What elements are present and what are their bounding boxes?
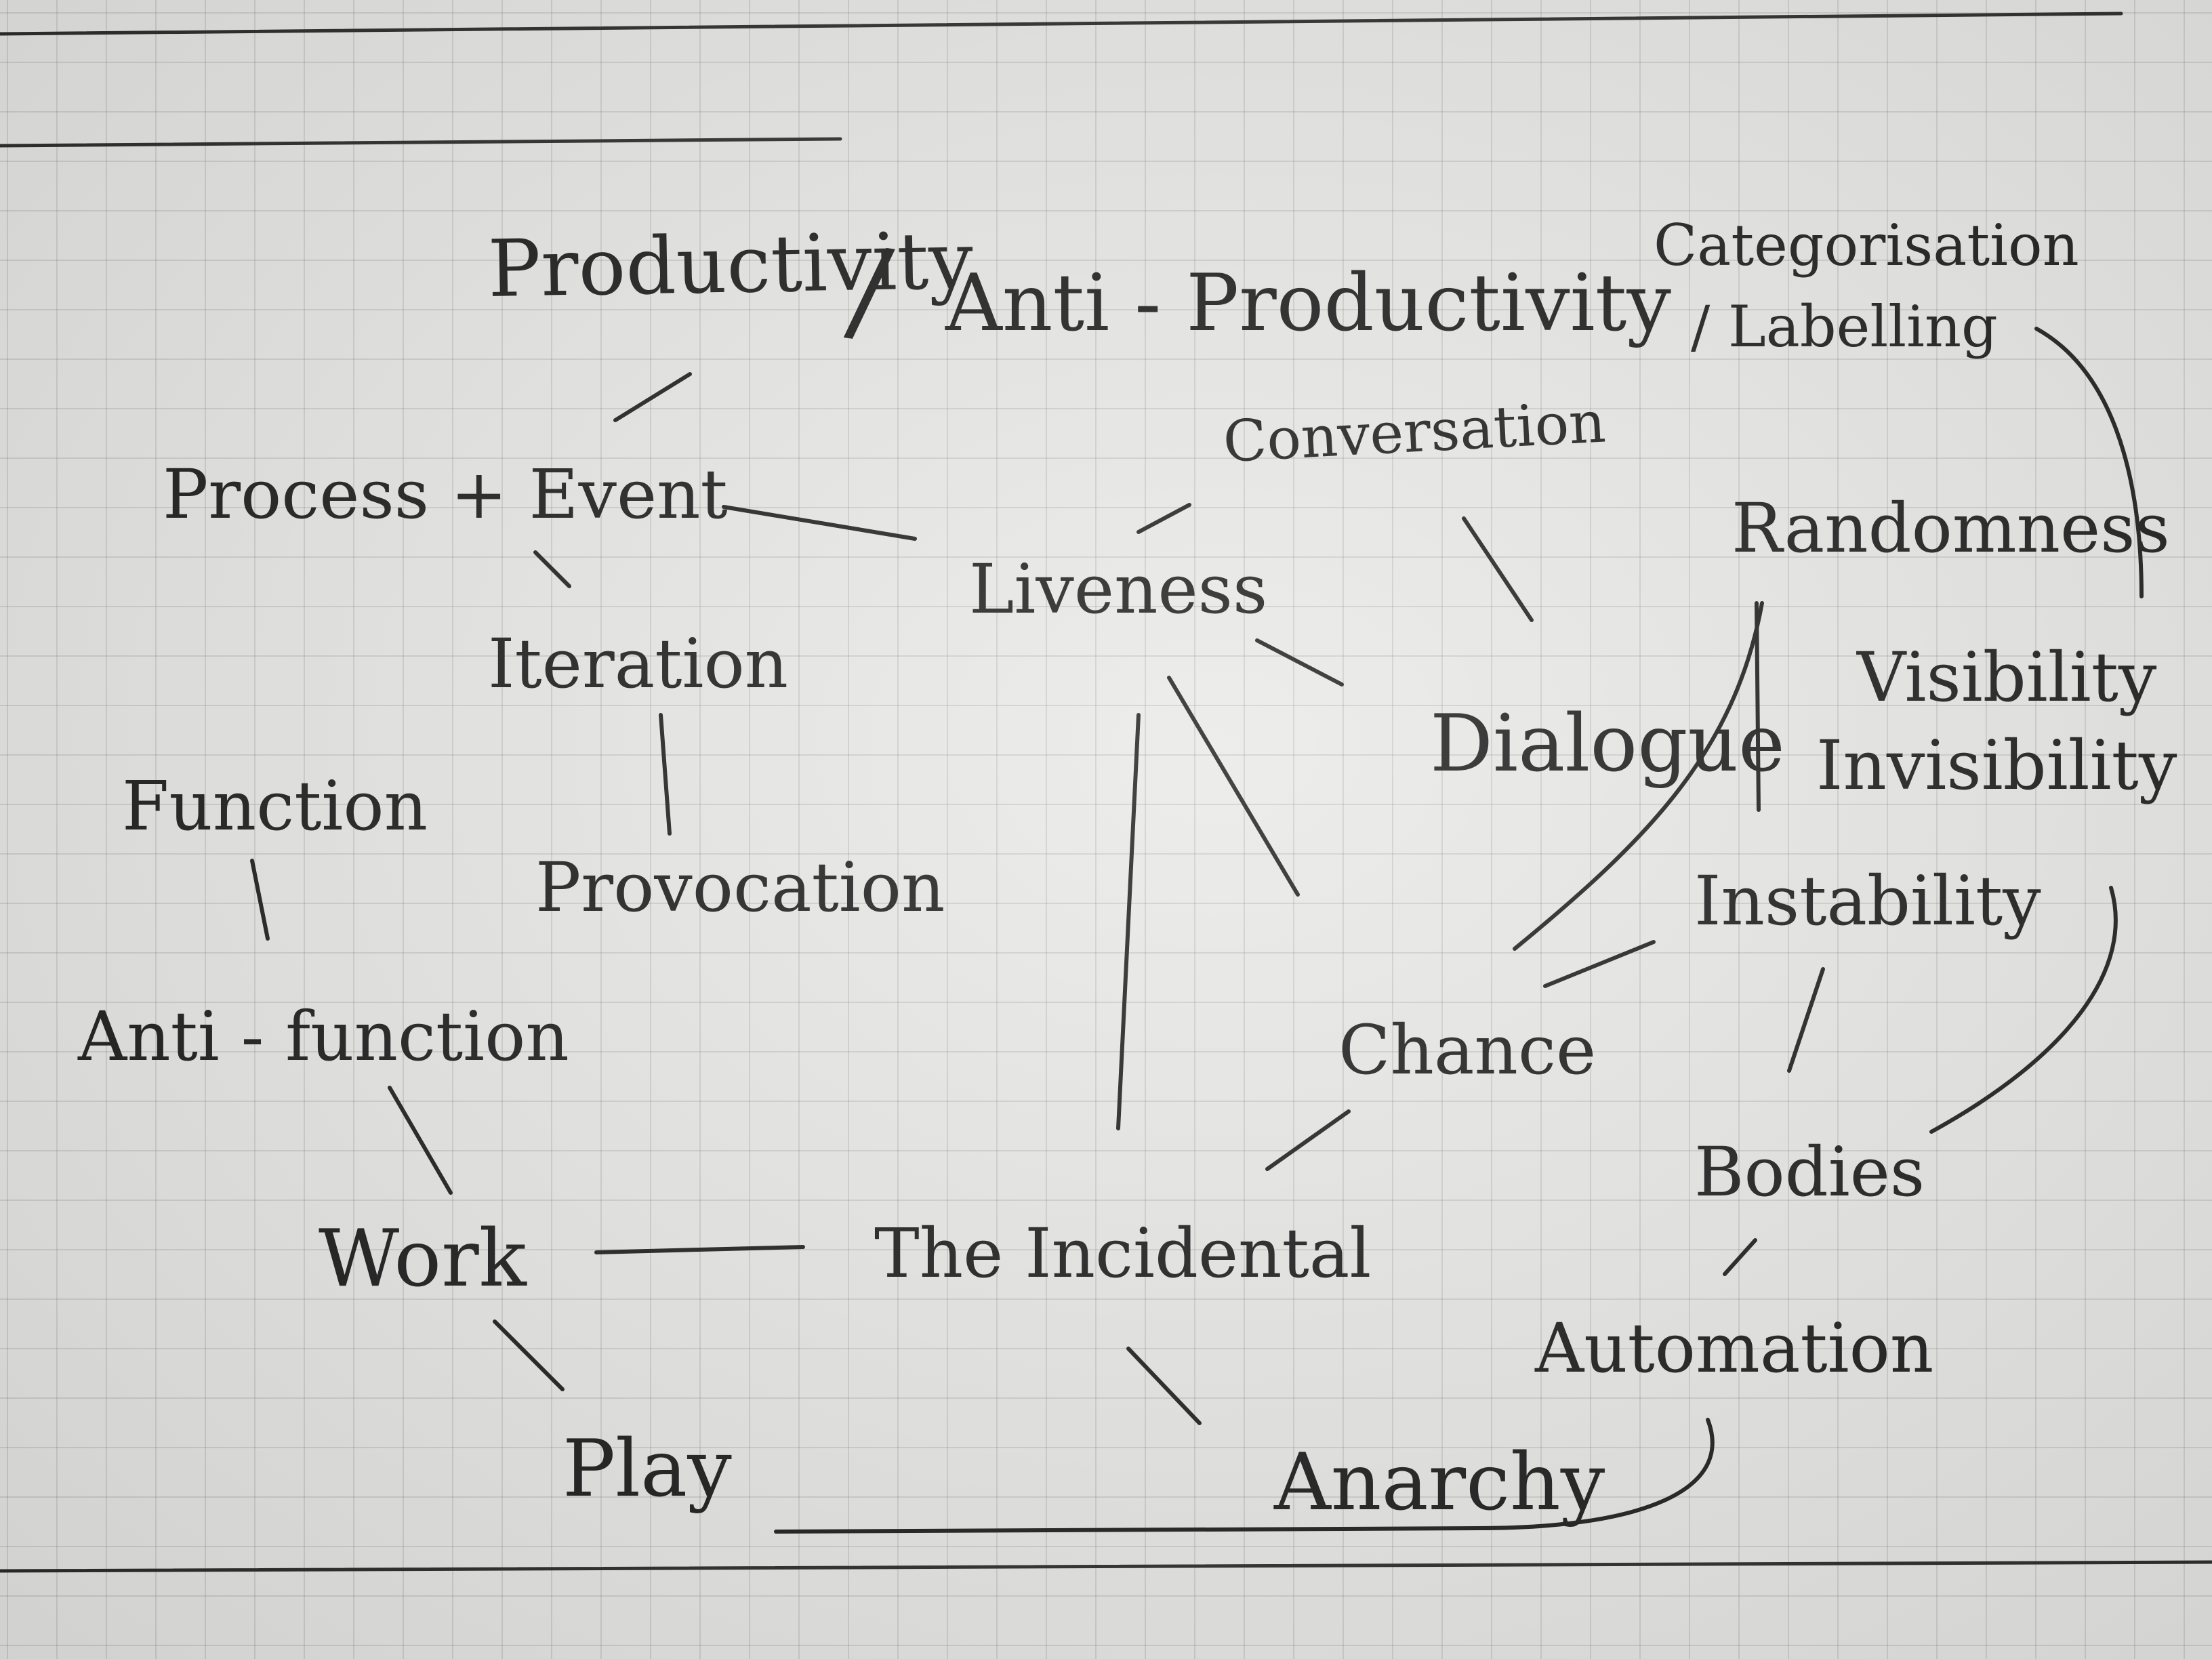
concept-randomness: Randomness [1732,489,2170,568]
link-event-liveness [722,505,917,541]
concept-iteration: Iteration [488,624,789,703]
concept-productivity: Productivity [487,215,974,315]
concept-chance: Chance [1338,1010,1597,1090]
upper-rule [0,137,842,148]
concept-provocation: Provocation [535,848,945,927]
bottom-rule [0,1560,2212,1573]
concept-liveness: Liveness [969,550,1268,629]
link-iteration-provocation [659,713,672,836]
link-instability-bodies [1787,967,1825,1073]
link-play-automation-curve [774,1418,1715,1534]
concept-anti-function: Anti - function [78,997,569,1076]
link-antifunction-work [388,1086,453,1195]
top-edge-rule [0,12,2123,36]
concept-labelling: / Labelling [1691,293,1998,360]
link-visibility-bodies-curve [1929,886,2118,1134]
concept-anarchy: Anarchy [1274,1437,1605,1528]
link-work-play [493,1319,565,1391]
concept-invisibility: Invisibility [1816,726,2177,805]
link-randomness-visibility [1755,601,1761,812]
link-function-antifunction [250,859,270,941]
link-liveness-conversation [1136,503,1191,534]
concept-visibility: Visibility [1857,638,2157,717]
link-labelling-visibility-curve [2034,327,2144,598]
link-incidental-chance [1265,1109,1351,1171]
concept-dialogue: Dialogue [1430,698,1785,790]
link-chance-randomness-curve [1513,601,1764,951]
concept-categorisation: Categorisation [1654,212,2079,279]
link-productivity-process [613,372,692,422]
concept-anti-productivity: Anti - Productivity [945,258,1671,349]
link-liveness-incidental [1116,713,1141,1130]
link-bodies-automation [1723,1238,1757,1276]
link-conversation-dialogue [1462,516,1534,622]
link-liveness-dialogue [1255,638,1344,687]
concept-play: Play [562,1423,732,1515]
link-iteration-event [533,550,571,588]
link-liveness-chance [1167,676,1300,897]
concept-work: Work [319,1213,527,1305]
concept-the-incidental: The Incidental [874,1214,1372,1293]
link-chance-instability [1543,940,1656,988]
concept-process-event: Process + Event [163,455,728,534]
link-work-incidental [594,1245,805,1254]
concept-function: Function [122,766,428,846]
link-incidental-anarchy [1126,1347,1202,1425]
concept-instability: Instability [1694,861,2041,941]
concept-bodies: Bodies [1694,1132,1925,1212]
concept-automation: Automation [1535,1309,1934,1388]
